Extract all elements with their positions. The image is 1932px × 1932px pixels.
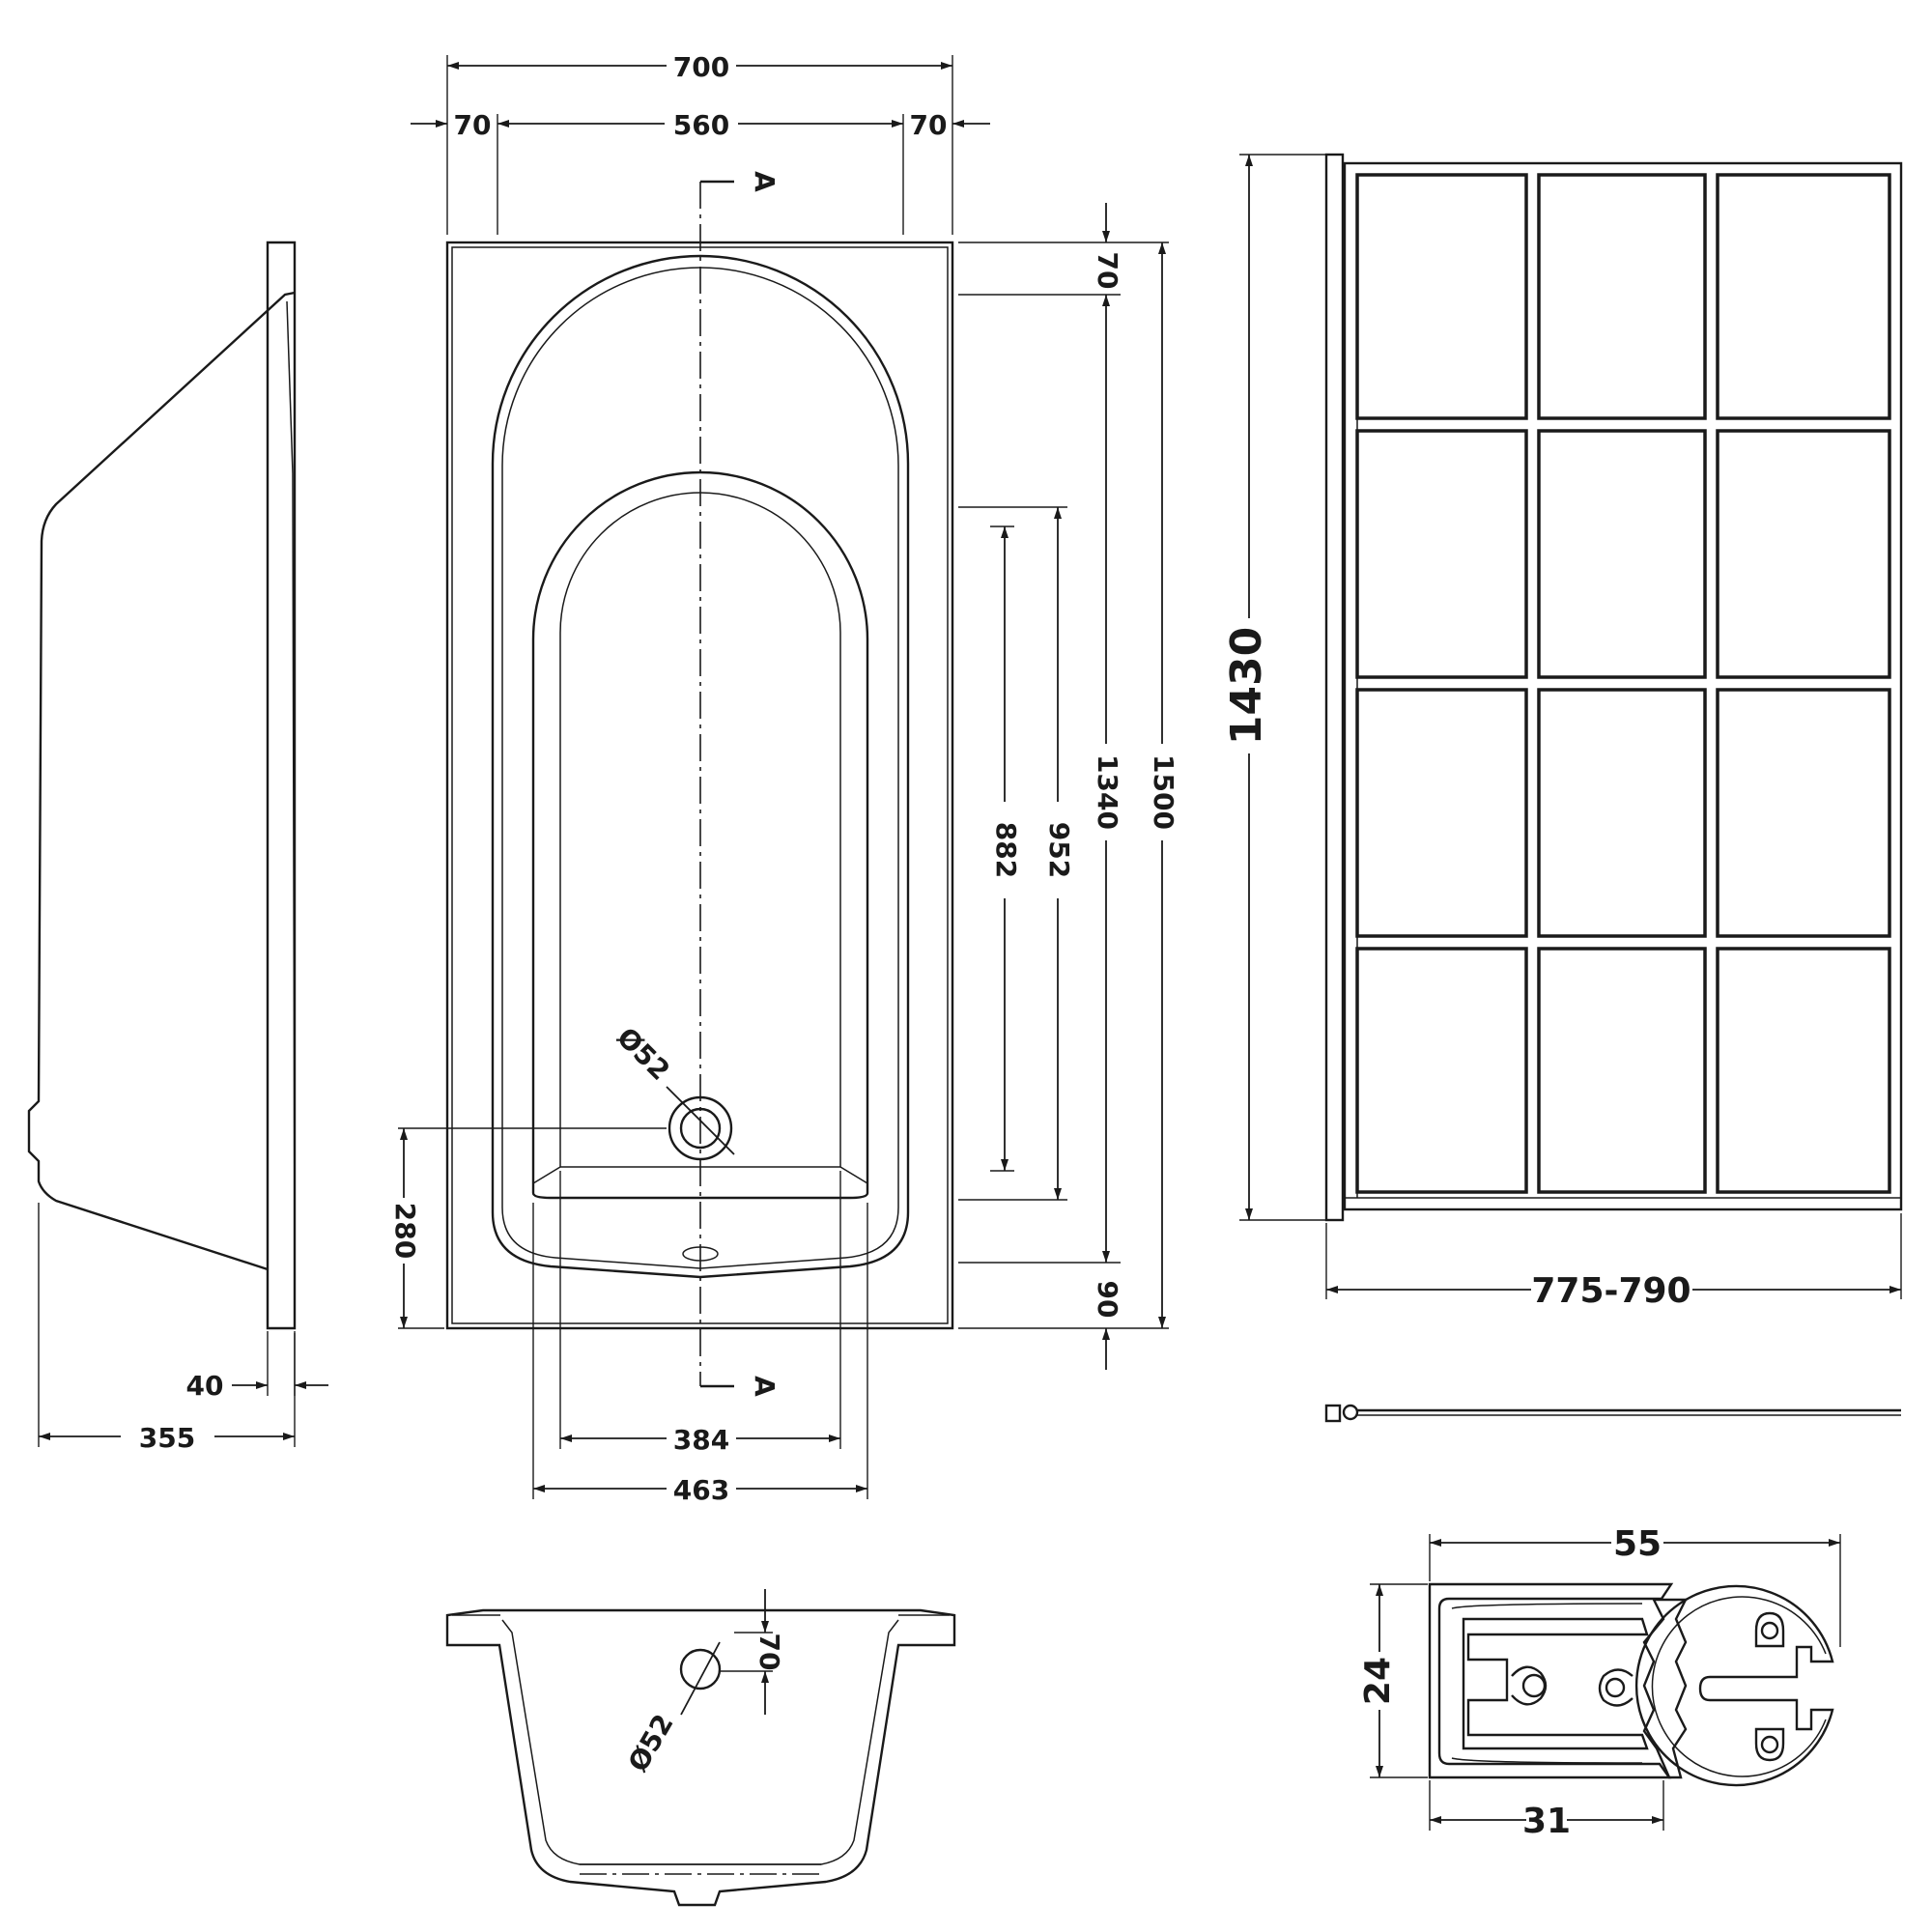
screen-pane-r2c3 (1716, 429, 1891, 679)
screen-plan-bracket (1324, 1404, 1342, 1423)
plan-width-total-label: 700 (673, 51, 729, 83)
section-label-bottom: A (749, 1376, 781, 1397)
screen-height-label: 1430 (1222, 627, 1271, 745)
screen-pane-r3c2 (1537, 688, 1707, 938)
plan-rim-right-label: 70 (910, 109, 948, 141)
screen-hinge-rail (1324, 153, 1345, 1222)
profile-wall-channel (1428, 1582, 1674, 1779)
screen-pane-r1c1 (1355, 173, 1528, 420)
plan-base-step (532, 1166, 868, 1184)
plan-rim-left-label: 70 (454, 109, 492, 141)
side-body-outline (27, 291, 296, 1271)
screen-pane-r3c1 (1355, 688, 1528, 938)
screen-width-range-label: 775-790 (1531, 1271, 1690, 1311)
end-section: 70 Ø52 (445, 1589, 956, 1907)
side-depth-label: 355 (139, 1422, 195, 1454)
profile-width-label: 55 (1613, 1524, 1662, 1564)
plan-base-inner (559, 492, 841, 1168)
screen-pane-r1c3 (1716, 173, 1891, 420)
plan-waste-diameter-label: Ø52 (611, 1021, 676, 1087)
section-outline (445, 1608, 956, 1907)
plan-overall-length-label: 1500 (1148, 754, 1179, 830)
screen-plan-hinge (1342, 1404, 1359, 1421)
plan-view: A A 700 70 560 70 70 1340 90 1500 (389, 51, 1179, 1506)
screen-pane-r2c1 (1355, 429, 1528, 679)
section-label-top: A (749, 171, 781, 192)
profile-channel-web (1462, 1617, 1649, 1750)
plan-base-inner-length-label: 882 (990, 822, 1022, 878)
profile-channel-inner (1451, 1603, 1643, 1764)
profile-round-hinge (1634, 1584, 1834, 1787)
side-elevation: 40 355 (27, 241, 328, 1454)
plan-waste-offset-label: 280 (389, 1203, 421, 1259)
screen-pane-r4c2 (1537, 947, 1707, 1194)
section-waste-height-label: 70 (753, 1634, 785, 1671)
profile-height-label: 24 (1358, 1657, 1398, 1705)
screen-pane-r1c2 (1537, 173, 1707, 420)
plan-rim-head-label: 70 (1092, 252, 1123, 290)
plan-bowl-inner (501, 267, 899, 1269)
screen-pane-r3c3 (1716, 688, 1891, 938)
plan-rim-foot-label: 90 (1092, 1281, 1123, 1319)
section-inner-wall (501, 1619, 899, 1865)
plan-base-inner-width-label: 384 (673, 1424, 729, 1456)
side-rim-top (266, 241, 297, 1330)
plan-base-outer-width-label: 463 (673, 1474, 729, 1506)
profile-hinge-knuckle-bottom (1754, 1727, 1785, 1762)
plan-inner-length-label: 1340 (1092, 754, 1123, 830)
profile-round-inner (1651, 1596, 1827, 1777)
section-waste-diameter-label: Ø52 (622, 1709, 680, 1777)
plan-bowl-outer (491, 254, 910, 1279)
plan-base-outer (531, 470, 869, 1200)
screen-pane-r4c1 (1355, 947, 1528, 1194)
profile-channel-clip (1511, 1665, 1548, 1706)
plan-inner-width-label: 560 (673, 109, 729, 141)
screen-outer-frame (1343, 161, 1903, 1211)
section-waste-hole (679, 1648, 722, 1690)
bath-screen-elevation: 1430 775-790 (1222, 153, 1903, 1311)
profile-channel-width-label: 31 (1522, 1802, 1571, 1841)
screen-plan-view (1324, 1404, 1901, 1423)
plan-base-outer-length-label: 952 (1043, 822, 1075, 878)
profile-hinge-knuckle-top (1754, 1611, 1785, 1648)
side-inner-line (286, 300, 296, 1266)
screen-pane-r4c3 (1716, 947, 1891, 1194)
profile-seal-strip (1642, 1598, 1688, 1779)
screen-pane-r2c2 (1537, 429, 1707, 679)
profile-seal-clip (1598, 1668, 1634, 1707)
hinge-profile-detail: 55 24 31 (1358, 1524, 1841, 1841)
side-rim-thickness-label: 40 (186, 1370, 224, 1402)
